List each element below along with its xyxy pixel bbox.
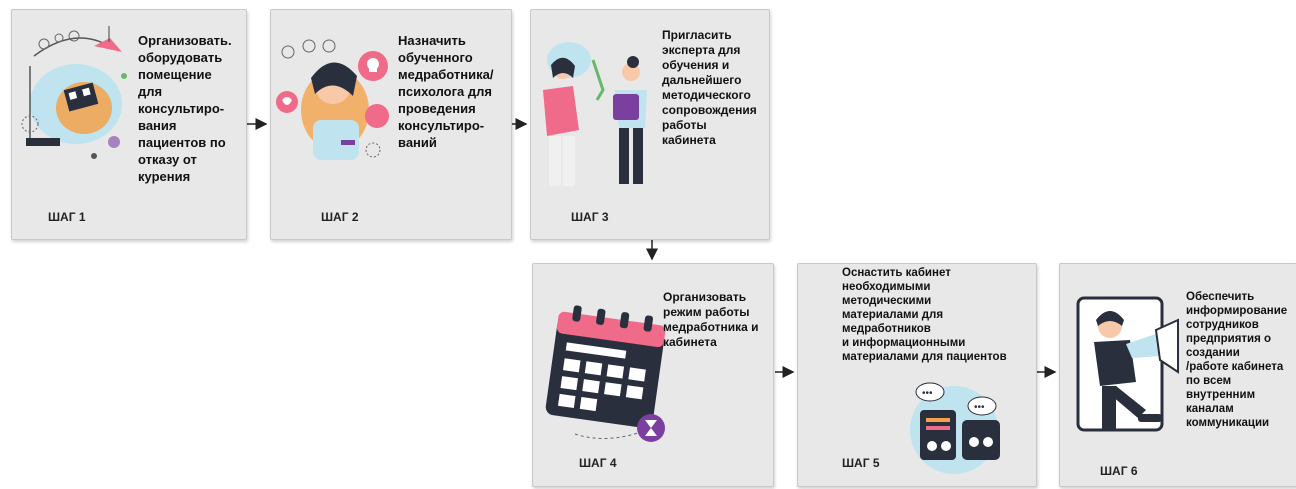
materials-illustration-icon: ••• •••: [910, 382, 1000, 474]
step-label: ШАГ 3: [571, 210, 609, 224]
calendar-icon: [545, 305, 666, 442]
svg-text:•••: •••: [974, 402, 985, 413]
step-card-5: Оснастить кабинет необходимыми методичес…: [797, 263, 1037, 487]
step-description: Оснастить кабинет необходимыми методичес…: [842, 267, 1007, 363]
step-label: ШАГ 6: [1100, 464, 1138, 478]
step-card-1: Организовать. оборудовать помещение для …: [11, 9, 247, 240]
experts-illustration-icon: [543, 42, 647, 186]
step-label: ШАГ 5: [842, 456, 880, 470]
svg-text:•••: •••: [922, 388, 933, 399]
step-card-4: Организовать режим работы медработника и…: [532, 263, 774, 487]
step-label: ШАГ 2: [321, 210, 359, 224]
step-card-2: Назначить обученного медработника/ психо…: [270, 9, 512, 240]
step-description: Назначить обученного медработника/ психо…: [398, 33, 494, 150]
step-description: Обеспечить информирование сотрудников пр…: [1186, 291, 1288, 429]
step-description: Пригласить эксперта для обучения и дальн…: [662, 28, 757, 147]
step-label: ШАГ 1: [48, 210, 86, 224]
step-description: Организовать режим работы медработника и…: [663, 290, 759, 349]
step-label: ШАГ 4: [579, 456, 617, 470]
step-card-3: Пригласить эксперта для обучения и дальн…: [530, 9, 770, 240]
step-card-6: Обеспечить информирование сотрудников пр…: [1059, 263, 1296, 487]
megaphone-person-icon: [1076, 296, 1179, 432]
room-illustration-icon: [21, 26, 127, 159]
medic-illustration-icon: [276, 39, 389, 160]
step-description: Организовать. оборудовать помещение для …: [138, 33, 232, 184]
